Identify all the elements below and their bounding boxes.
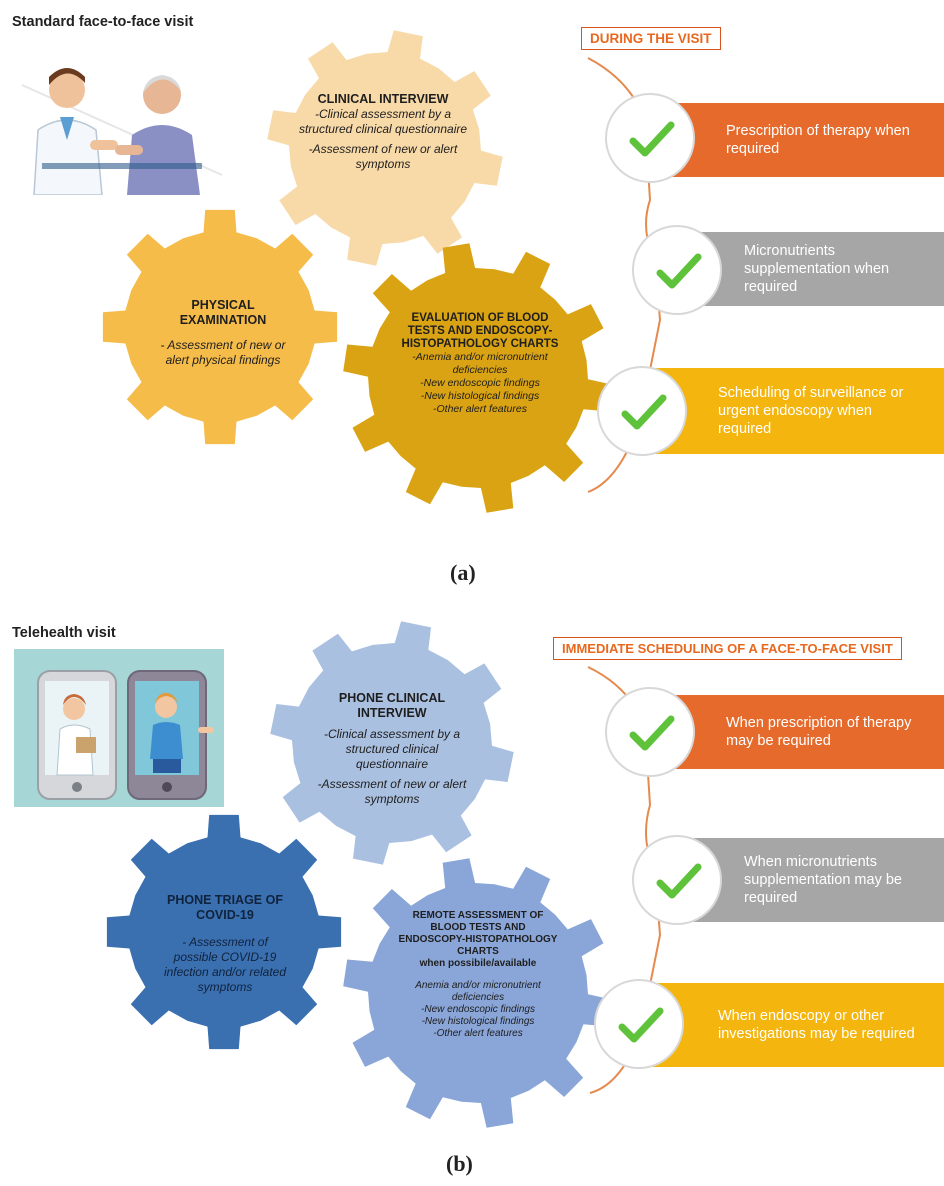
- gear-shape: [106, 814, 342, 1050]
- gear-item: - Assessment of possible COVID-19 infect…: [163, 935, 287, 994]
- panel-a-title: Standard face-to-face visit: [12, 14, 194, 30]
- gear-phone-triage-text: PHONE TRIAGE OF COVID-19 - Assessment of…: [160, 893, 290, 995]
- panel-face-to-face: Standard face-to-face visit CLINICAL INT…: [0, 0, 944, 590]
- gear-item: -Clinical assessment by a structured cli…: [323, 727, 461, 771]
- gear-phone-clinical-interview: [270, 621, 514, 865]
- gear-title: EVALUATION OF BLOOD TESTS AND ENDOSCOPY-…: [401, 312, 559, 350]
- checkmark-icon: [629, 715, 675, 751]
- checkmark-icon: [656, 863, 702, 899]
- gear-shape: [343, 243, 613, 513]
- gear-item: -New histological findings: [420, 390, 540, 402]
- gear-physical-examination: [102, 209, 338, 445]
- gear-evaluation-text: EVALUATION OF BLOOD TESTS AND ENDOSCOPY-…: [395, 312, 565, 416]
- check-circle: [605, 93, 695, 183]
- gear-subtitle: when possibile/available: [419, 958, 537, 969]
- gear-title: CLINICAL INTERVIEW: [317, 92, 449, 106]
- check-circle: [632, 835, 722, 925]
- check-circle: [632, 225, 722, 315]
- outcome-text: Scheduling of surveillance or urgent end…: [718, 385, 904, 437]
- outcome-text: When micronutrients supplementation may …: [744, 854, 902, 906]
- gear-remote-assessment-text: REMOTE ASSESSMENT OF BLOOD TESTS AND END…: [398, 910, 558, 1040]
- caption-b: (b): [446, 1151, 473, 1176]
- doctor-patient-illustration: [12, 45, 232, 195]
- gear-evaluation-blood-tests: [343, 243, 613, 513]
- gear-title: PHYSICAL EXAMINATION: [179, 298, 267, 327]
- checkmark-icon: [629, 121, 675, 157]
- gear-title: REMOTE ASSESSMENT OF BLOOD TESTS AND END…: [398, 910, 558, 957]
- gear-item: -Other alert features: [433, 1028, 523, 1039]
- panel-b-title: Telehealth visit: [12, 625, 116, 641]
- gear-shape: [343, 858, 613, 1128]
- outcome-text: Micronutrients supplementation when requ…: [744, 243, 890, 295]
- gear-shape: [267, 30, 503, 266]
- gear-item: -Assessment of new or alert symptoms: [308, 142, 458, 171]
- gear-title: PHONE CLINICAL INTERVIEW: [338, 691, 446, 720]
- gear-remote-assessment: [343, 858, 613, 1128]
- telehealth-illustration: [14, 649, 224, 807]
- panel-telehealth: Telehealth visit PHONE CLINICAL INTERVIE…: [0, 615, 944, 1186]
- gear-item: Anemia and/or micronutrient deficiencies: [415, 980, 541, 1003]
- outcome-text: When endoscopy or other investigations m…: [718, 1008, 915, 1042]
- outcome-text: When prescription of therapy may be requ…: [726, 715, 912, 749]
- header-immediate-scheduling: IMMEDIATE SCHEDULING OF A FACE-TO-FACE V…: [553, 637, 902, 660]
- gear-item: -Clinical assessment by a structured cli…: [298, 107, 468, 136]
- gear-title: PHONE TRIAGE OF COVID-19: [167, 893, 283, 922]
- outcome-bar-endoscopy: When endoscopy or other investigations m…: [640, 983, 944, 1067]
- gears-layer-b: [106, 621, 662, 1128]
- gear-clinical-interview: [267, 30, 503, 266]
- gear-phone-triage: [106, 814, 342, 1050]
- check-circle: [605, 687, 695, 777]
- outcome-bar-scheduling: Scheduling of surveillance or urgent end…: [640, 368, 944, 454]
- check-circle: [597, 366, 687, 456]
- checkmark-icon: [656, 253, 702, 289]
- gear-shape: [270, 621, 514, 865]
- gear-item: -Anemia and/or micronutrient deficiencie…: [412, 351, 548, 376]
- gears-layer-a: [102, 30, 662, 513]
- outcome-bar-therapy: When prescription of therapy may be requ…: [648, 695, 944, 769]
- outcome-text: Prescription of therapy when required: [726, 123, 910, 157]
- gear-physical-examination-text: PHYSICAL EXAMINATION - Assessment of new…: [158, 298, 288, 368]
- caption-a: (a): [450, 560, 476, 585]
- gear-item: -New histological findings: [421, 1016, 535, 1027]
- checkmark-icon: [618, 1007, 664, 1043]
- check-circle: [594, 979, 684, 1069]
- gear-item: -Assessment of new or alert symptoms: [317, 777, 467, 806]
- header-during-visit: DURING THE VISIT: [581, 27, 721, 50]
- gear-item: - Assessment of new or alert physical fi…: [160, 338, 286, 367]
- gear-phone-interview-text: PHONE CLINICAL INTERVIEW -Clinical asses…: [312, 691, 472, 807]
- gear-shape: [102, 209, 338, 445]
- checkmark-icon: [621, 394, 667, 430]
- gear-item: -Other alert features: [433, 403, 527, 415]
- gear-clinical-interview-text: CLINICAL INTERVIEW -Clinical assessment …: [298, 92, 468, 172]
- gear-item: -New endoscopic findings: [420, 377, 540, 389]
- gear-item: -New endoscopic findings: [421, 1004, 535, 1015]
- outcome-bar-therapy: Prescription of therapy when required: [648, 103, 944, 177]
